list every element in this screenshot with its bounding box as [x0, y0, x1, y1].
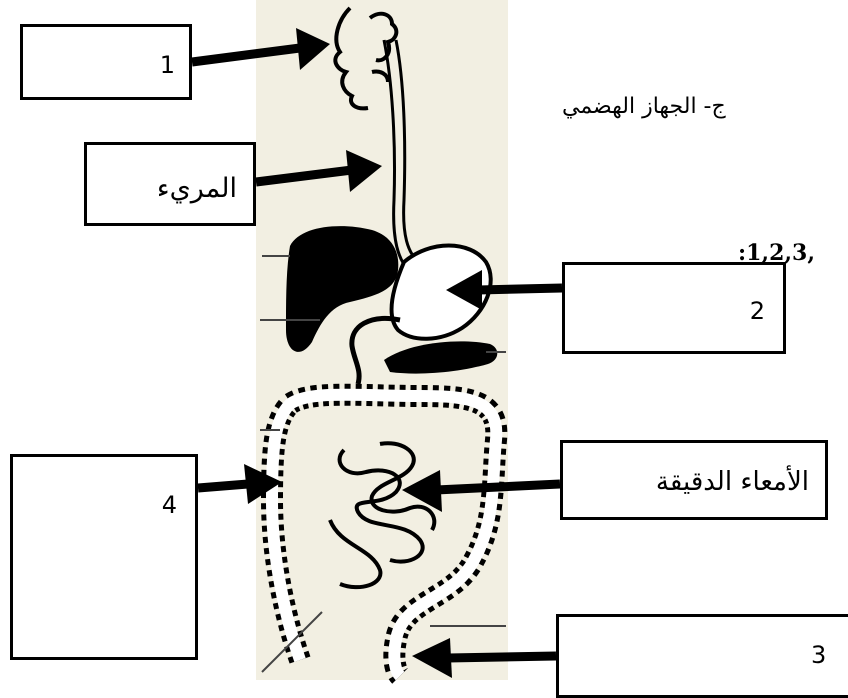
- pancreas-shape: [384, 341, 498, 374]
- label-box-2: 2: [562, 262, 786, 354]
- label-box-3: 3: [556, 614, 848, 698]
- label-box-esophagus: المريء: [84, 142, 256, 226]
- section-heading: ج- الجهاز الهضمي: [562, 94, 726, 119]
- large-intestine: [260, 383, 508, 684]
- label-arrows: [191, 28, 563, 678]
- small-intestine-coils: [328, 441, 437, 590]
- liver-shape: [286, 226, 399, 352]
- label-box-4: 4: [10, 454, 198, 660]
- duodenum: [349, 316, 401, 385]
- esophagus-tube: [382, 39, 420, 274]
- partial-question-text: :1,2,3,: [738, 240, 816, 266]
- label-3-text: 3: [811, 641, 827, 669]
- label-box-1: 1: [20, 24, 192, 100]
- small-intestine-label-text: الأمعاء الدقيقة: [655, 467, 809, 497]
- label-4-text: 4: [161, 491, 177, 519]
- label-box-small-intestine: الأمعاء الدقيقة: [560, 440, 828, 520]
- esophagus-label-text: المريء: [156, 173, 237, 204]
- label-2-text: 2: [749, 297, 765, 325]
- pointer-lines: [260, 255, 506, 673]
- label-1-text: 1: [159, 51, 175, 79]
